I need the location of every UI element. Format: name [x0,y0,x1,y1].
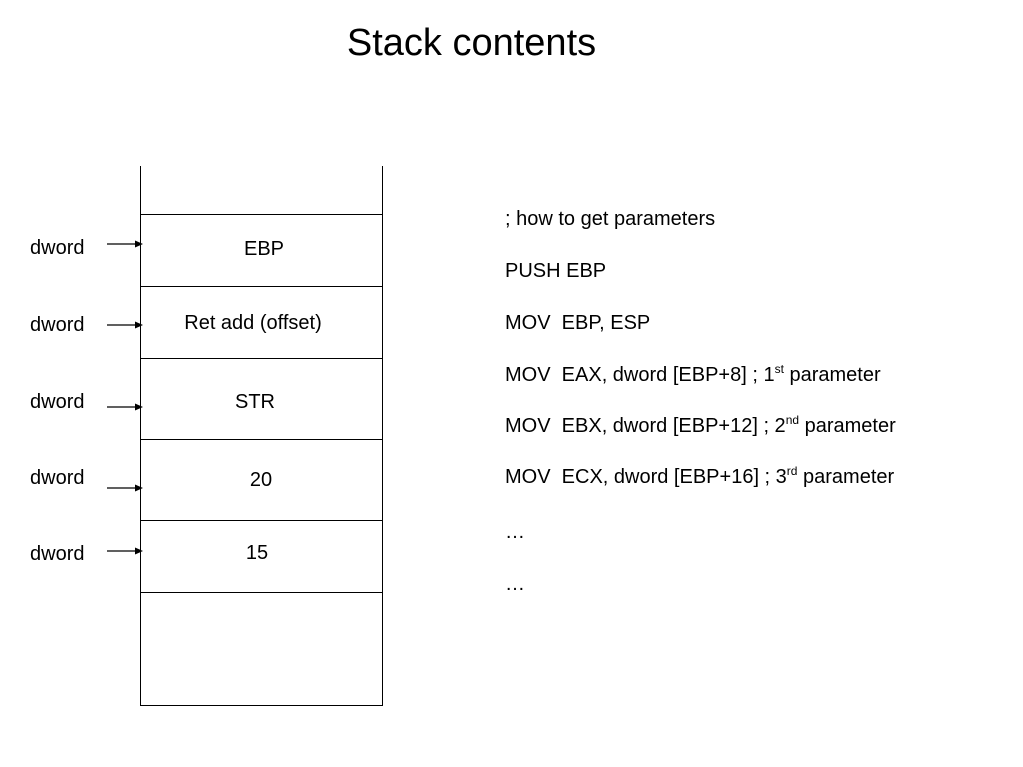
code-comment: ; how to get parameters [505,208,716,230]
code-text: MOV ECX, dword [EBP+16] ; 3 [505,466,787,488]
ordinal-suffix: st [774,362,784,376]
ordinal-suffix: nd [785,413,800,427]
dword-label: dword [30,391,85,413]
stack-divider [140,592,383,593]
code-line-mov-ebp-esp: MOV EBP, ESP [505,312,651,334]
dword-label: dword [30,314,85,336]
code-text: MOV EAX, dword [EBP+8] ; 1 [505,364,775,386]
stack-cell-15: 15 [245,542,269,564]
code-line-push-ebp: PUSH EBP [505,260,607,282]
stack-divider [140,214,383,215]
arrow-icon [107,321,143,329]
arrow-icon [107,403,143,411]
code-line-first-parameter: MOV EAX, dword [EBP+8] ; 1st parameter [505,363,881,387]
code-ellipsis: … [505,573,525,595]
dword-label: dword [30,237,85,259]
stack-cell-ebp: EBP [243,238,285,260]
stack-divider [140,439,383,440]
arrow-icon [107,484,143,492]
stack-cell-return-address: Ret add (offset) [184,312,322,334]
stack-bottom-edge [140,705,383,706]
code-text: parameter [797,466,895,488]
stack-left-edge [140,166,141,706]
ordinal-suffix: rd [786,464,798,478]
stack-divider [140,286,383,287]
stack-cell-str: STR [235,391,275,413]
page-title: Stack contents [346,22,597,64]
stack-right-edge [382,166,383,706]
stack-divider [140,520,383,521]
code-text: parameter [783,364,881,386]
dword-label: dword [30,467,85,489]
code-ellipsis: … [505,521,525,543]
code-line-third-parameter: MOV ECX, dword [EBP+16] ; 3rd parameter [505,465,894,489]
stack-cell-20: 20 [249,469,273,491]
code-line-second-parameter: MOV EBX, dword [EBP+12] ; 2nd parameter [505,414,896,438]
code-text: MOV EBX, dword [EBP+12] ; 2 [505,415,786,437]
arrow-icon [107,547,143,555]
arrow-icon [107,240,143,248]
stack-divider [140,358,383,359]
code-text: parameter [799,415,896,437]
dword-label: dword [30,543,85,565]
